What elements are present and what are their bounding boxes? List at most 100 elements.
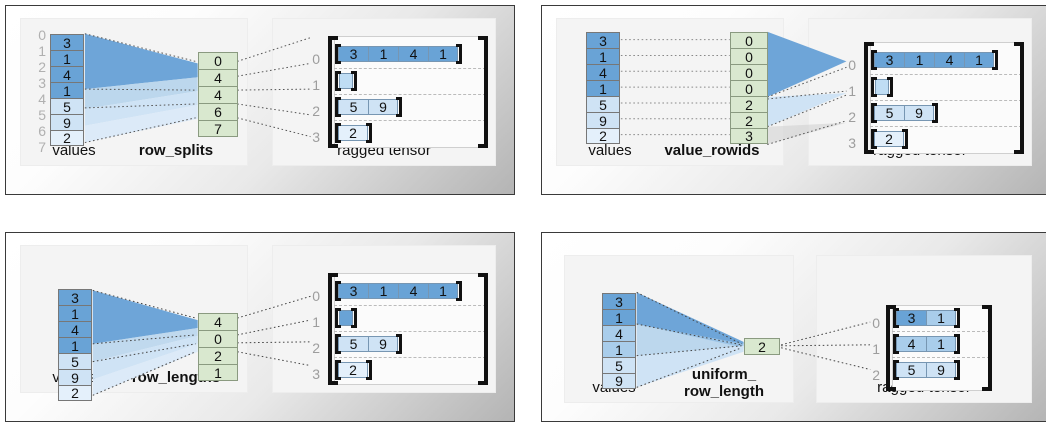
row-index-label: 1 bbox=[312, 77, 320, 93]
value-cell: 5 bbox=[602, 357, 636, 373]
value-cell: 1 bbox=[602, 341, 636, 357]
uniform-row-length-column: 2 bbox=[744, 338, 780, 355]
tensor-row: 2 bbox=[338, 362, 368, 378]
value-cell: 3 bbox=[58, 289, 92, 305]
ragged-tensor-figure: 0 1 2 3 1 bbox=[866, 283, 1032, 391]
panel-row-splits: values row_splits ragged tensor bbox=[5, 5, 515, 195]
tensor-cell: 5 bbox=[338, 336, 368, 352]
row-splits-cell: 6 bbox=[198, 103, 238, 120]
value-cell: 1 bbox=[58, 305, 92, 321]
row-index-label: 1 bbox=[848, 83, 856, 99]
tensor-cell: 9 bbox=[368, 99, 398, 115]
tensor-row: 5 9 bbox=[338, 336, 398, 352]
row-lengths-cell: 4 bbox=[198, 313, 238, 330]
tensor-cell: 9 bbox=[926, 362, 956, 378]
value-cell: 1 bbox=[602, 309, 636, 325]
value-index: 2 bbox=[38, 59, 46, 75]
tensor-cell: 1 bbox=[428, 46, 458, 62]
tensor-row: 3 1 4 1 bbox=[338, 46, 458, 62]
tensor-cell: 1 bbox=[904, 52, 934, 68]
uniform-row-length-label: uniform_ row_length bbox=[657, 366, 791, 400]
value-cell: 4 bbox=[586, 64, 620, 80]
tensor-cell: 1 bbox=[368, 46, 398, 62]
tensor-row-empty bbox=[875, 79, 889, 95]
tensor-row: 2 bbox=[874, 131, 904, 147]
row-index-label: 3 bbox=[848, 135, 856, 151]
tensor-cell: 3 bbox=[338, 283, 368, 299]
value-cell: 5 bbox=[58, 353, 92, 369]
row-index-label: 2 bbox=[872, 367, 880, 383]
tensor-row: 4 1 bbox=[896, 336, 956, 352]
value-index: 5 bbox=[38, 107, 46, 123]
tensor-cell: 5 bbox=[338, 99, 368, 115]
row-divider bbox=[334, 305, 486, 306]
tensor-cell: 4 bbox=[896, 336, 926, 352]
tensor-row: 5 9 bbox=[338, 99, 398, 115]
panel-value-rowids: values value_rowids ragged tensor bbox=[541, 5, 1046, 195]
tensor-row: 3 1 4 1 bbox=[874, 52, 994, 68]
row-lengths-column: 4 0 2 1 bbox=[198, 313, 238, 381]
values-column: 3 1 4 1 5 9 2 bbox=[586, 32, 620, 144]
row-divider bbox=[870, 126, 1022, 127]
tensor-row-empty bbox=[339, 310, 353, 326]
value-rowids-cell: 3 bbox=[730, 128, 768, 144]
value-cell: 3 bbox=[602, 293, 636, 309]
tensor-row: 5 9 bbox=[874, 105, 934, 121]
row-lengths-cell: 1 bbox=[198, 364, 238, 381]
values-column: 3 1 4 1 5 9 2 bbox=[50, 34, 84, 146]
tensor-cell: 4 bbox=[934, 52, 964, 68]
row-index-label: 1 bbox=[872, 341, 880, 357]
value-cell: 1 bbox=[50, 82, 84, 98]
value-cell: 9 bbox=[586, 112, 620, 128]
value-index: 0 bbox=[38, 27, 46, 43]
uniform-row-length-cell: 2 bbox=[744, 338, 780, 355]
tensor-row-empty bbox=[339, 73, 353, 89]
value-rowids-cell: 0 bbox=[730, 64, 768, 80]
row-divider bbox=[870, 100, 1022, 101]
row-splits-cell: 0 bbox=[198, 52, 238, 69]
tensor-cell: 9 bbox=[904, 105, 934, 121]
tensor-cell-empty bbox=[875, 79, 889, 95]
value-cell: 5 bbox=[586, 96, 620, 112]
row-index-label: 0 bbox=[312, 51, 320, 67]
row-divider bbox=[334, 331, 486, 332]
row-divider bbox=[892, 357, 990, 358]
tensor-row: 3 1 bbox=[896, 310, 956, 326]
tensor-cell: 3 bbox=[874, 52, 904, 68]
value-cell: 2 bbox=[50, 130, 84, 146]
value-cell: 9 bbox=[58, 369, 92, 385]
value-rowids-cell: 0 bbox=[730, 48, 768, 64]
value-cell: 9 bbox=[50, 114, 84, 130]
value-index: 4 bbox=[38, 91, 46, 107]
row-divider bbox=[334, 68, 486, 69]
tensor-cell: 5 bbox=[874, 105, 904, 121]
tensor-cell: 2 bbox=[874, 131, 904, 147]
row-index-label: 0 bbox=[848, 57, 856, 73]
tensor-cell: 3 bbox=[896, 310, 926, 326]
value-index: 3 bbox=[38, 75, 46, 91]
values-label: values bbox=[588, 142, 632, 159]
value-index: 6 bbox=[38, 123, 46, 139]
value-cell: 1 bbox=[586, 80, 620, 96]
value-index: 7 bbox=[38, 139, 46, 155]
row-splits-cell: 4 bbox=[198, 69, 238, 86]
tensor-row: 2 bbox=[338, 125, 368, 141]
tensor-cell: 2 bbox=[338, 125, 368, 141]
row-index-label: 2 bbox=[312, 340, 320, 356]
values-column: 3 1 4 1 5 9 bbox=[602, 293, 636, 389]
row-index-label: 0 bbox=[312, 288, 320, 304]
value-rowids-cell: 2 bbox=[730, 112, 768, 128]
value-cell: 4 bbox=[50, 66, 84, 82]
value-rowids-cell: 0 bbox=[730, 80, 768, 96]
value-cell: 1 bbox=[586, 48, 620, 64]
tensor-cell-empty bbox=[339, 310, 353, 326]
ragged-tensor-figure: 0 1 2 3 3 1 4 1 bbox=[842, 26, 1032, 154]
values-column: 3 1 4 1 5 9 2 bbox=[58, 289, 92, 401]
row-divider bbox=[334, 357, 486, 358]
tensor-cell: 4 bbox=[398, 46, 428, 62]
row-index-label: 3 bbox=[312, 129, 320, 145]
value-cell: 4 bbox=[602, 325, 636, 341]
tensor-cell-empty bbox=[339, 73, 353, 89]
value-cell: 2 bbox=[58, 385, 92, 401]
